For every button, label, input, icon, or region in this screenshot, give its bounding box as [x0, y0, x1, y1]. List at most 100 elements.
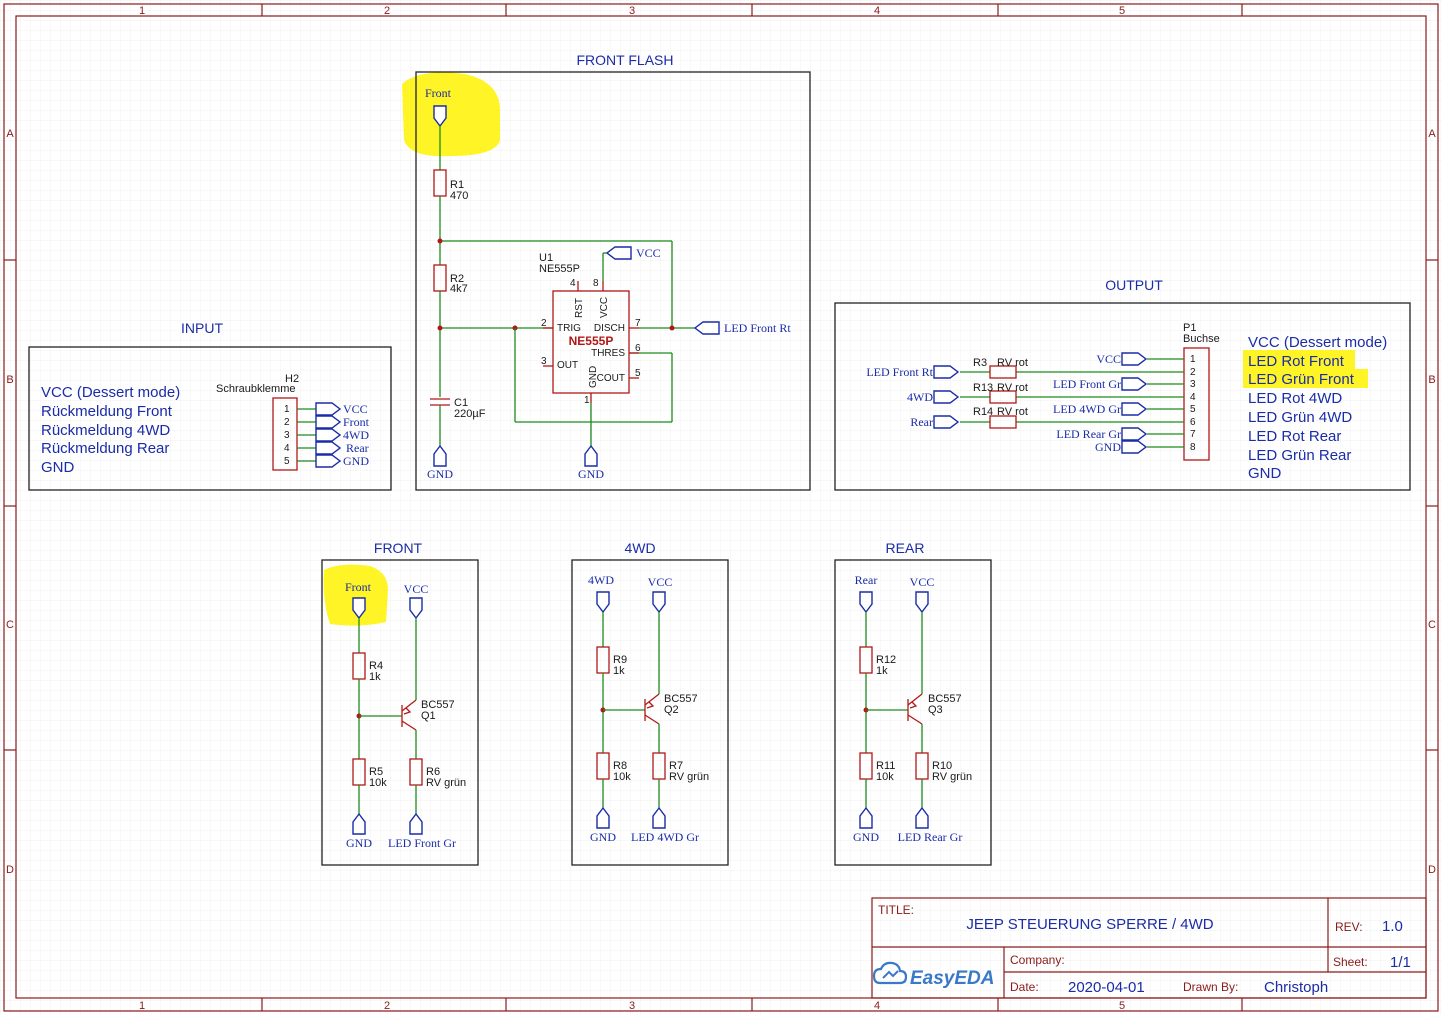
r1-ref: R1	[450, 179, 464, 191]
block-front: FRONT Front VCC R4 1k BC557 Q1 R5 10k R6…	[321, 540, 479, 866]
r13-ref: R13	[973, 382, 993, 394]
drawn-by-value: Christoph	[1264, 979, 1328, 996]
ruler-col-3: 3	[629, 5, 635, 17]
highlight-led-gruen-front	[1243, 369, 1368, 388]
r13-value: RV rot	[997, 382, 1028, 394]
ruler-col-2-bottom: 2	[384, 1000, 390, 1012]
block-4wd: 4WD 4WD VCC R9 1k BC557 Q2 R8 10k R7 RV …	[571, 540, 729, 866]
r12-value: 1k	[876, 665, 888, 677]
r8-ref: R8	[613, 760, 627, 772]
ff-gnd-1: GND	[427, 467, 453, 481]
q2-collector	[644, 714, 660, 725]
u1-pin-cout: COUT	[597, 373, 625, 384]
r12-ref: R12	[876, 654, 896, 666]
u1-pin-num-7: 7	[635, 318, 641, 329]
r9-ref: R9	[613, 654, 627, 666]
p1-pin-1: 1	[1190, 354, 1196, 365]
r2-ref: R2	[450, 273, 464, 285]
ff-front-net: Front	[425, 86, 452, 100]
ruler-col-4: 4	[874, 5, 880, 17]
front-gnd: GND	[346, 836, 372, 850]
out-vcc: VCC	[1096, 352, 1121, 366]
rear-out-net: LED Rear Gr	[898, 830, 963, 844]
highlight-front-flash	[402, 72, 500, 157]
out-in-4wd: 4WD	[907, 390, 933, 404]
q1-collector	[401, 720, 417, 731]
u1-pin-num-3: 3	[541, 356, 547, 367]
input-note-2: Rückmeldung Front	[41, 403, 173, 420]
q3-value: BC557	[928, 693, 962, 705]
q2-arrow-icon	[646, 701, 655, 709]
q1-arrow-icon	[403, 707, 412, 715]
ruler-row-d-right: D	[1428, 864, 1436, 876]
p1-pin-8: 8	[1190, 442, 1196, 453]
r1-value: 470	[450, 190, 468, 202]
p1-pin-7: 7	[1190, 429, 1196, 440]
q1-emitter	[401, 699, 417, 712]
out-4wd-gr: LED 4WD Gr	[1053, 402, 1121, 416]
u1-pin-num-8: 8	[593, 278, 599, 289]
r5-value: 10k	[369, 777, 387, 789]
r14-ref: R14	[973, 406, 993, 418]
q3-collector	[907, 714, 923, 725]
p1-ref: P1	[1183, 322, 1196, 334]
highlight-led-rot-front	[1243, 350, 1355, 369]
output-note-6: LED Rot Rear	[1248, 428, 1341, 445]
block-title-front-flash: FRONT FLASH	[577, 52, 674, 68]
ruler-col-5: 5	[1119, 5, 1125, 17]
output-note-8: GND	[1248, 465, 1282, 482]
output-note-7: LED Grün Rear	[1248, 447, 1351, 464]
r3-ref: R3	[973, 357, 987, 369]
r14-resistor	[989, 415, 1017, 429]
front-vcc: VCC	[404, 582, 429, 596]
p1-connector	[1183, 347, 1210, 461]
p1-pin-3: 3	[1190, 379, 1196, 390]
rev-label: REV:	[1335, 920, 1363, 934]
h2-net-rear: Rear	[346, 441, 369, 455]
easyeda-logo-text: EasyEDA	[910, 968, 995, 989]
h2-ref: H2	[285, 373, 299, 385]
ff-out-net: LED Front Rt	[724, 321, 791, 335]
p1-name: Buchse	[1183, 333, 1220, 345]
ruler-col-1-bottom: 1	[139, 1000, 145, 1012]
r6-value: RV grün	[426, 777, 466, 789]
h2-net-4wd: 4WD	[343, 428, 369, 442]
h2-pin-5: 5	[284, 456, 290, 467]
fourwd-gnd: GND	[590, 830, 616, 844]
u1-pin-disch: DISCH	[594, 323, 625, 334]
q3-emitter	[907, 693, 923, 706]
u1-pin-num-6: 6	[635, 343, 641, 354]
ruler-row-a: A	[6, 128, 14, 140]
u1-pin-vcc: VCC	[599, 297, 610, 318]
output-note-2: LED Rot Front	[1248, 353, 1345, 370]
r7-value: RV grün	[669, 771, 709, 783]
title-label: TITLE:	[878, 903, 914, 917]
p1-pin-6: 6	[1190, 417, 1196, 428]
c1-value: 220µF	[454, 408, 486, 420]
r13-resistor	[989, 390, 1017, 404]
q2-ref: Q2	[664, 704, 679, 716]
ff-vcc: VCC	[636, 246, 661, 260]
r3-resistor	[989, 365, 1017, 379]
block-title-input: INPUT	[181, 320, 223, 336]
r4-ref: R4	[369, 660, 383, 672]
h2-net-front: Front	[343, 415, 370, 429]
r11-value: 10k	[876, 771, 894, 783]
company-label: Company:	[1010, 953, 1065, 967]
q2-emitter	[644, 693, 660, 706]
h2-connector	[272, 397, 298, 471]
ruler-col-1: 1	[139, 5, 145, 17]
r8-value: 10k	[613, 771, 631, 783]
q1-value: BC557	[421, 699, 455, 711]
r7-ref: R7	[669, 760, 683, 772]
r2-value: 4k7	[450, 283, 468, 295]
h2-name: Schraubklemme	[216, 383, 295, 395]
ruler-row-d: D	[6, 864, 14, 876]
u1-pin-thres: THRES	[591, 348, 625, 359]
u1-pin-gnd: GND	[588, 366, 599, 388]
input-note-4: Rückmeldung Rear	[41, 440, 169, 457]
out-in-front: LED Front Rt	[866, 365, 933, 379]
